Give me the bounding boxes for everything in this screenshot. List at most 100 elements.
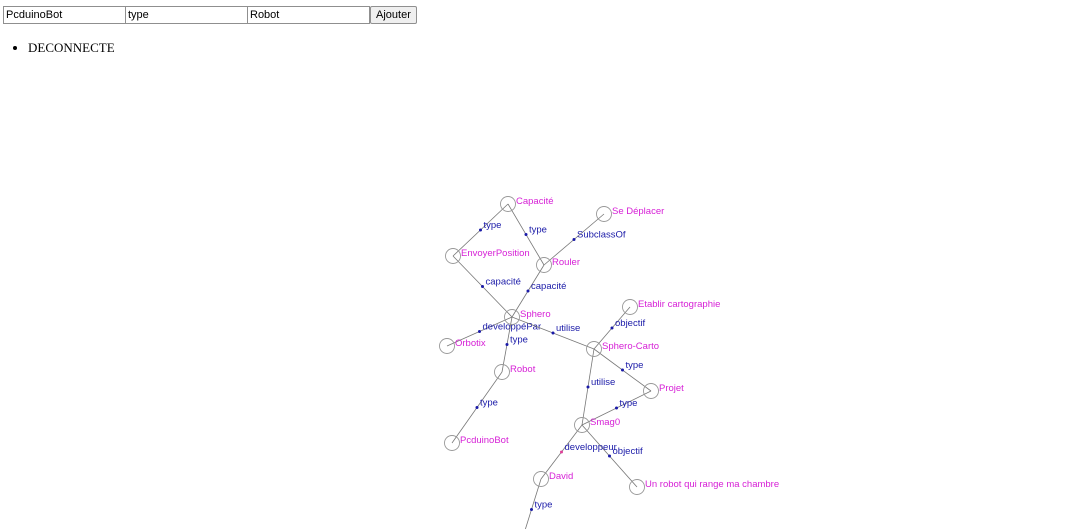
node-circle[interactable] [586, 341, 602, 357]
node-circle[interactable] [494, 364, 510, 380]
edge-label: type [535, 500, 553, 511]
node-label: Robot [510, 364, 536, 375]
edge-midpoint [479, 228, 482, 232]
connection-status: DECONNECTE [28, 40, 115, 56]
edge-sphero-carto-utilise-sphero: utilise [511, 316, 595, 350]
edge-label: developpeur [565, 442, 617, 453]
node-label: EnvoyerPosition [461, 248, 530, 259]
object-input[interactable] [247, 6, 370, 24]
node-label: Projet [659, 383, 684, 394]
edge-midpoint [615, 406, 618, 410]
node-label: Rouler [552, 257, 580, 268]
node-circle[interactable] [629, 479, 645, 495]
add-triple-form: Ajouter [3, 6, 417, 24]
edge-midpoint [610, 326, 614, 330]
node-sphero[interactable]: Sphero [504, 309, 551, 325]
node-circle[interactable] [504, 309, 520, 325]
connection-status-list: DECONNECTE [12, 40, 115, 56]
node-circle[interactable] [622, 299, 638, 315]
edge-label: developpéPar [483, 322, 542, 333]
add-button[interactable]: Ajouter [370, 6, 417, 24]
edge-rouler-type-capacite: type [507, 203, 547, 266]
edge-midpoint [530, 508, 533, 511]
edge-midpoint [621, 368, 624, 372]
edge-label: capacité [486, 277, 521, 288]
edge-sphero-capacite-envoyer-position: capacité [452, 255, 521, 318]
edge-sphero-developpepar-orbotix: developpéPar [446, 316, 542, 347]
edge-label: utilise [556, 323, 580, 334]
edge-rouler-subclassof-se-deplacer: SubclassOf [543, 213, 626, 266]
node-david[interactable]: David [533, 471, 574, 487]
node-label: Etablir cartographie [638, 299, 720, 310]
node-label: Sphero [520, 309, 551, 320]
node-label: Capacité [516, 196, 554, 207]
node-sphero-carto[interactable]: Sphero-Carto [586, 341, 660, 357]
node-circle[interactable] [500, 196, 516, 212]
edge-midpoint [551, 331, 555, 335]
node-projet[interactable]: Projet [643, 383, 685, 399]
node-smag0[interactable]: Smag0 [574, 417, 621, 433]
subject-input[interactable] [3, 6, 126, 24]
edge-label: SubclassOf [577, 230, 626, 241]
edge-sphero-carto-type-projet: type [593, 348, 652, 392]
edge-label: type [510, 335, 528, 346]
node-circle[interactable] [574, 417, 590, 433]
edge-midpoint [524, 233, 528, 236]
edge-midpoint [560, 450, 563, 454]
node-envoyerposition[interactable]: EnvoyerPosition [445, 248, 530, 264]
edge-label: utilise [591, 377, 615, 388]
edge-label: type [620, 398, 638, 409]
edge-sphero-type-robot: type [501, 316, 528, 373]
node-circle[interactable] [445, 248, 461, 264]
edge-midpoint [586, 385, 590, 389]
node-capacite[interactable]: Capacité [500, 196, 554, 212]
edge-label: objectif [613, 446, 643, 457]
edge-midpoint [572, 238, 576, 241]
node-label: David [549, 471, 573, 482]
node-circle[interactable] [536, 257, 552, 273]
node-circle[interactable] [439, 338, 455, 354]
node-circle[interactable] [643, 383, 659, 399]
graph-nodes: Capacité Se DéplacerEnvoyerPositionRouler… [439, 196, 780, 495]
edge-sphero-carto-objectif-etablir-cartographie: objectif [593, 306, 645, 350]
predicate-input[interactable] [125, 6, 248, 24]
edge-label: type [529, 225, 547, 236]
edge-david-type-offscreen: type [525, 478, 553, 529]
node-robot[interactable]: Robot [494, 364, 536, 380]
node-rouler[interactable]: Rouler [536, 257, 581, 273]
edge-midpoint [526, 289, 530, 293]
node-label: Se Déplacer [612, 206, 664, 217]
node-label: Un robot qui range ma chambre [645, 479, 779, 490]
node-label: Orbotix [455, 338, 486, 349]
node-circle[interactable] [596, 206, 612, 222]
edge-sphero-capacite-rouler: capacité [511, 264, 566, 318]
node-circle[interactable] [444, 435, 460, 451]
edge-label: objectif [615, 318, 645, 329]
edge-midpoint [505, 343, 509, 346]
node-pcduinobot[interactable]: PcduinoBot [444, 435, 509, 451]
edge-midpoint [608, 454, 611, 458]
node-label: Sphero-Carto [602, 341, 659, 352]
node-se-deplacer[interactable]: Se Déplacer [596, 206, 665, 222]
edge-smag0-developpeur-david: developpeur [540, 424, 617, 480]
edge-smag0-objectif-robot-chambre: objectif [581, 424, 643, 488]
node-label: Smag0 [590, 417, 620, 428]
edge-label: type [626, 360, 644, 371]
edge-pcduinobot-type-robot: type [451, 371, 503, 444]
edge-smag0-type-projet: type [581, 390, 652, 426]
node-un-robot-qui-range-ma-chambre[interactable]: Un robot qui range ma chambre [629, 479, 780, 495]
edge-smag0-utilise-sphero-carto: utilise [581, 348, 615, 426]
node-label: PcduinoBot [460, 435, 509, 446]
edge-midpoint [481, 285, 484, 288]
edge-label: type [480, 398, 498, 409]
node-circle[interactable] [533, 471, 549, 487]
edge-label: type [484, 220, 502, 231]
edge-midpoint [478, 330, 481, 333]
node-etablir-cartographie[interactable]: Etablir cartographie [622, 299, 721, 315]
node-orbotix[interactable]: Orbotix [439, 338, 486, 354]
edge-midpoint [475, 406, 479, 409]
edge-label: capacité [531, 281, 566, 292]
edge-envoyer-position-type-capacite: type [452, 203, 509, 257]
